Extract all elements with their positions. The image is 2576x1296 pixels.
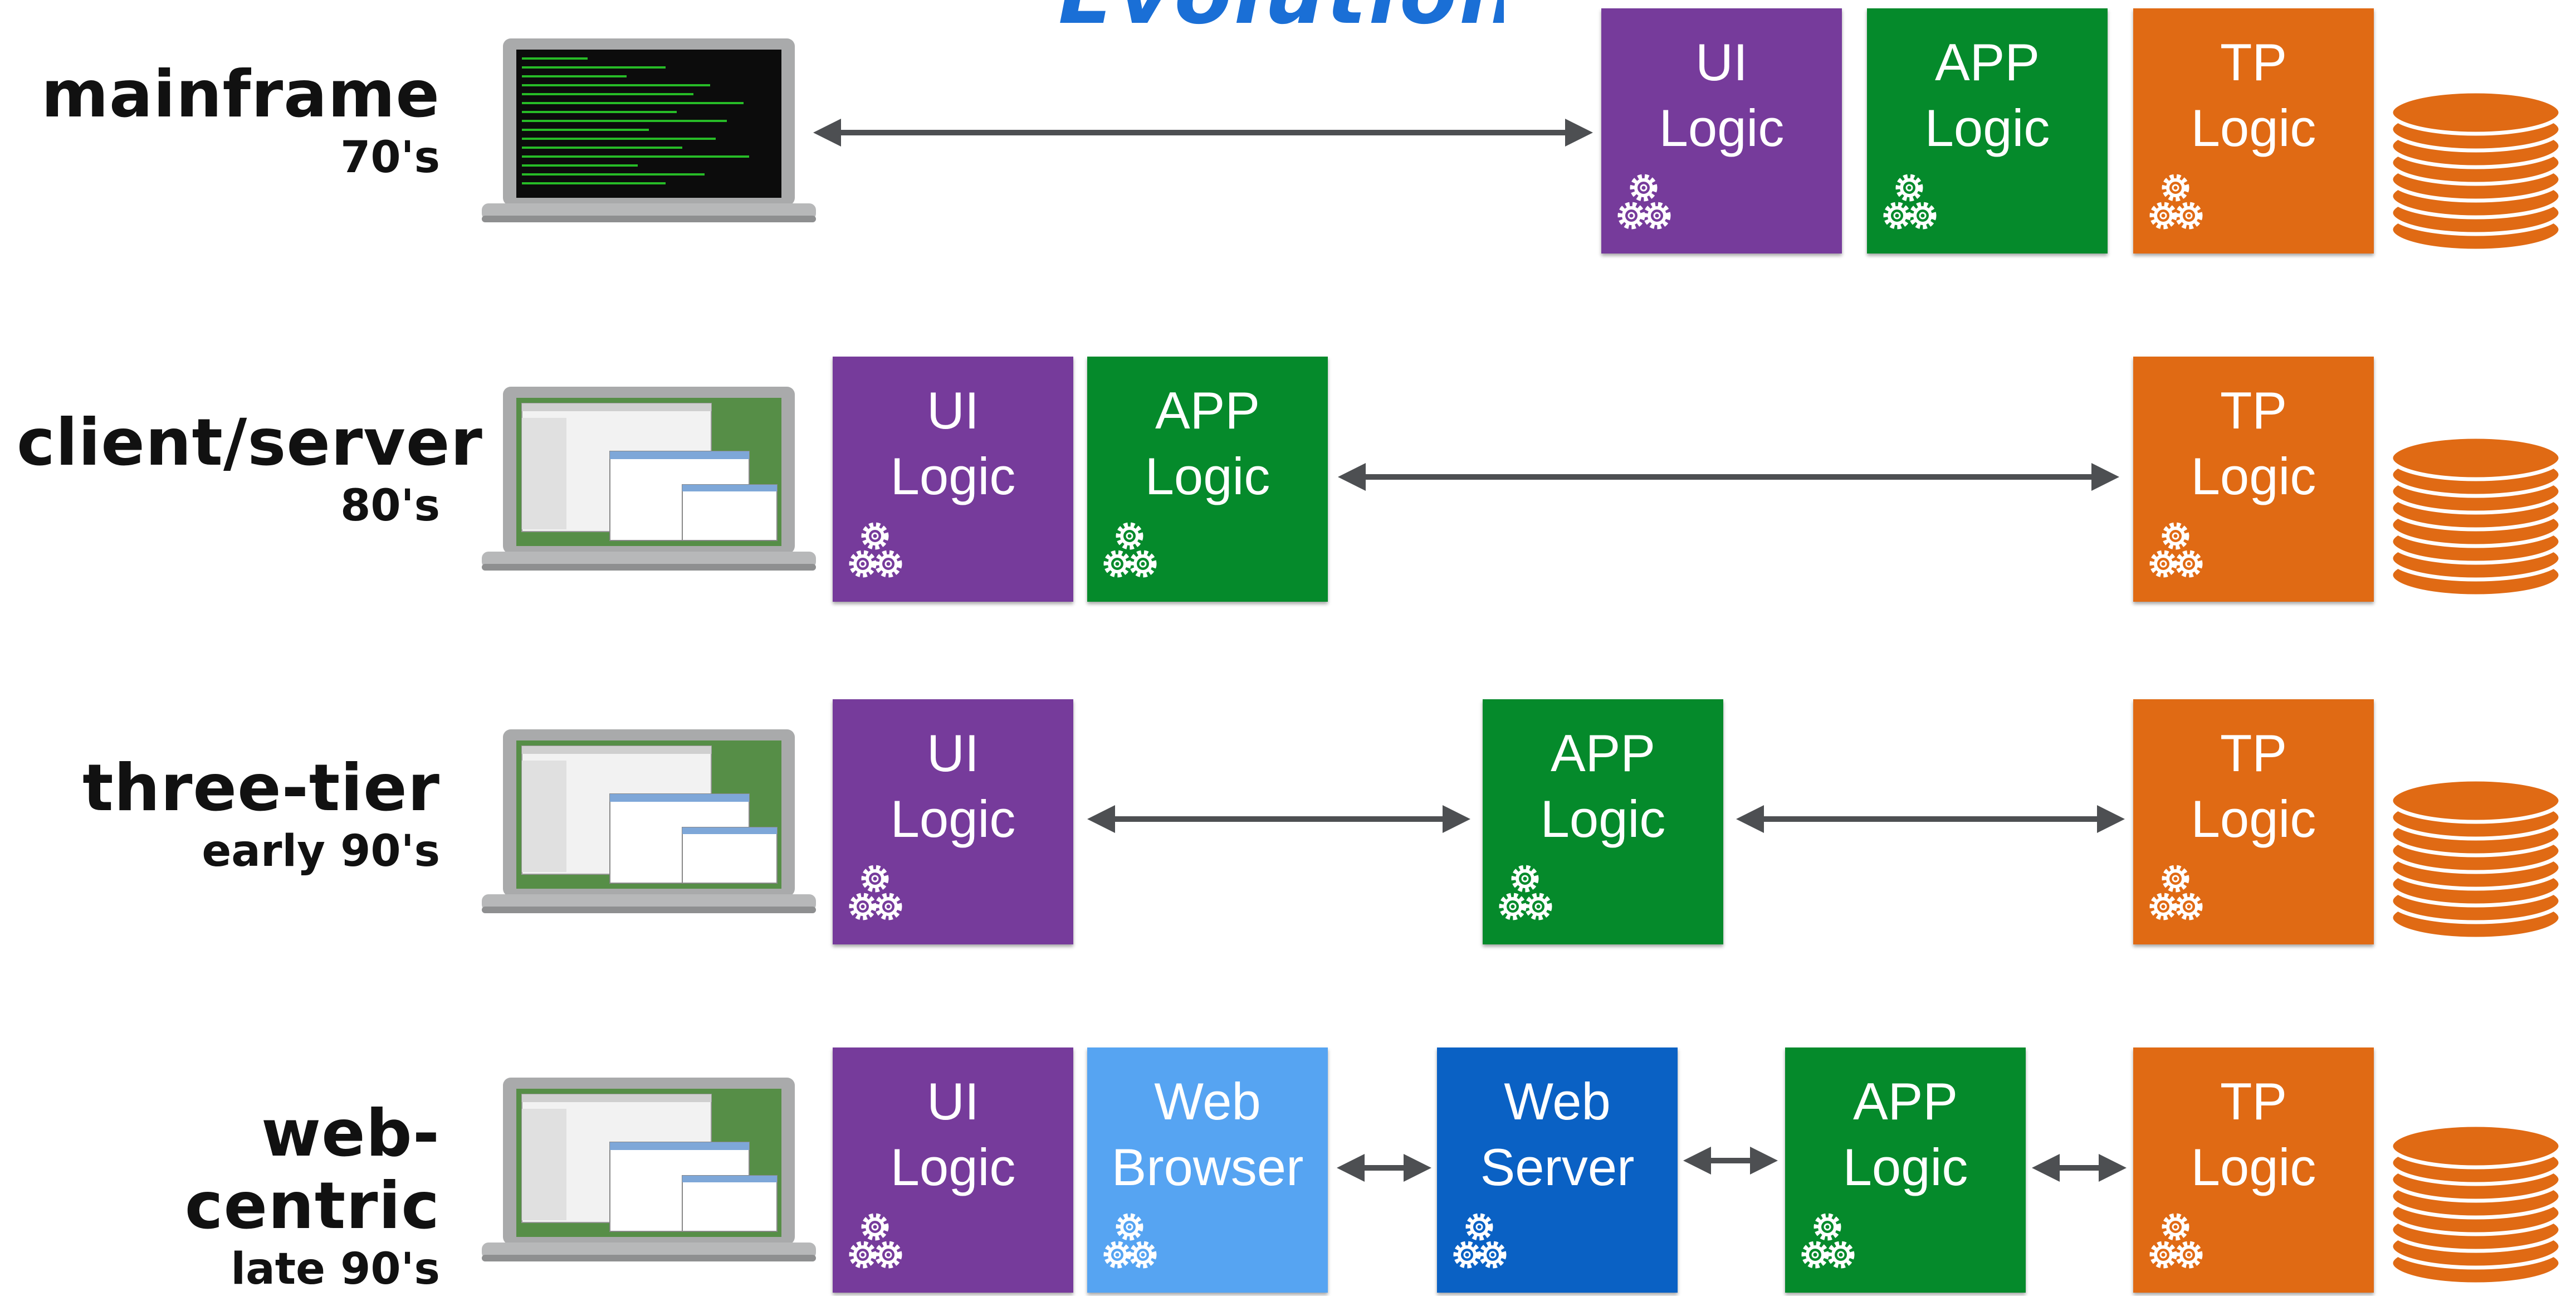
box-label: TP Logic: [2191, 33, 2316, 157]
gears-icon: [843, 851, 926, 934]
database-icon: [2389, 1123, 2563, 1287]
box-label: UI Logic: [890, 724, 1016, 848]
gears-icon: [843, 508, 926, 592]
era-label-mainframe: mainframe 70's: [17, 59, 440, 184]
app-logic-box: APP Logic: [1087, 357, 1328, 602]
ui-logic-box: UI Logic: [833, 699, 1073, 944]
gears-icon: [1877, 160, 1961, 243]
app-logic-box: APP Logic: [1483, 699, 1723, 944]
era-name: mainframe: [41, 57, 440, 132]
app-logic-box: APP Logic: [1867, 8, 2108, 254]
laptop-icon: [482, 729, 816, 913]
box-label: TP Logic: [2191, 724, 2316, 848]
connector-app-tp: [1736, 805, 2125, 833]
era-label-web-centric: web-centric late 90's: [17, 1098, 440, 1296]
database-icon: [2389, 435, 2563, 598]
gears-icon: [2143, 160, 2227, 243]
tp-logic-box: TP Logic: [2133, 699, 2374, 944]
connector-server-app: [1683, 1147, 1778, 1175]
connector-ui-app: [1087, 805, 1470, 833]
era-period: early 90's: [202, 826, 440, 876]
box-label: Web Browser: [1111, 1072, 1304, 1196]
gears-icon: [2143, 851, 2227, 934]
box-label: UI Logic: [1659, 33, 1785, 157]
database-icon: [2389, 777, 2563, 941]
era-period: 70's: [340, 133, 440, 183]
laptop-icon: [482, 38, 816, 222]
connector-app-tp: [1338, 463, 2119, 491]
box-label: APP Logic: [1924, 33, 2050, 157]
gears-icon: [1611, 160, 1695, 243]
era-name: client/server: [17, 405, 483, 480]
box-label: APP Logic: [1540, 724, 1666, 848]
gears-icon: [2143, 508, 2227, 592]
web-server-box: Web Server: [1437, 1047, 1678, 1293]
ui-logic-box: UI Logic: [1601, 8, 1842, 254]
app-logic-box: APP Logic: [1785, 1047, 2026, 1293]
box-label: TP Logic: [2191, 381, 2316, 505]
gears-icon: [1447, 1199, 1531, 1283]
database-icon: [2389, 89, 2563, 253]
box-label: TP Logic: [2191, 1072, 2316, 1196]
gears-icon: [1097, 508, 1181, 592]
ui-logic-box: UI Logic: [833, 1047, 1073, 1293]
tp-logic-box: TP Logic: [2133, 357, 2374, 602]
box-label: APP Logic: [1145, 381, 1270, 505]
era-label-three-tier: three-tier early 90's: [17, 752, 440, 878]
box-label: Web Server: [1480, 1072, 1635, 1196]
era-name: web-centric: [184, 1096, 440, 1244]
gears-icon: [1493, 851, 1576, 934]
gears-icon: [1795, 1199, 1879, 1283]
ui-logic-box: UI Logic: [833, 357, 1073, 602]
era-label-client-server: client/server 80's: [17, 405, 483, 533]
connector-app-tp: [2032, 1154, 2127, 1182]
laptop-icon: [482, 387, 816, 571]
connector-client-ui: [813, 119, 1593, 147]
tp-logic-box: TP Logic: [2133, 1047, 2374, 1293]
tp-logic-box: TP Logic: [2133, 8, 2374, 254]
era-name: three-tier: [82, 751, 440, 826]
gears-icon: [1097, 1199, 1181, 1283]
box-label: APP Logic: [1842, 1072, 1968, 1196]
era-period: late 90's: [231, 1244, 440, 1294]
era-period: 80's: [340, 481, 440, 531]
gears-icon: [2143, 1199, 2227, 1283]
box-label: UI Logic: [890, 1072, 1016, 1196]
box-label: UI Logic: [890, 381, 1016, 505]
laptop-icon: [482, 1078, 816, 1261]
web-browser-box: Web Browser: [1087, 1047, 1328, 1293]
gears-icon: [843, 1199, 926, 1283]
page-title: Evolution: [1058, 0, 1504, 36]
connector-browser-server: [1337, 1154, 1431, 1182]
